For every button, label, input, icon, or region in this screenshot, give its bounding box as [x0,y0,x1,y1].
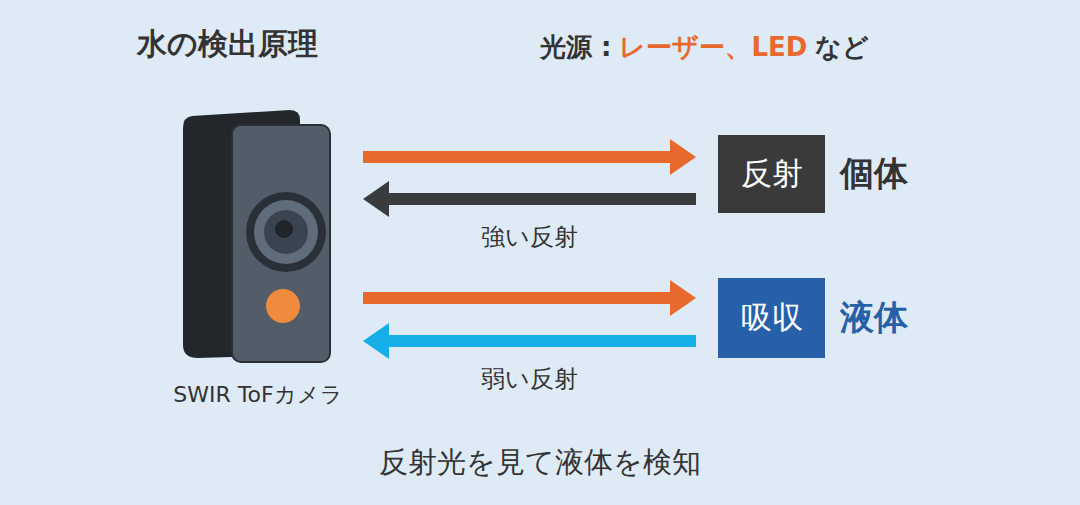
diagram-title: 水の検出原理 [137,24,318,65]
camera-lens [264,210,308,254]
note-text: レーザー、LED [619,30,807,65]
camera-front [232,125,330,362]
edge-label: 弱い反射 [430,363,630,395]
signal-arrow [363,292,670,304]
edge-label: 強い反射 [430,221,630,253]
camera-node: SWIR ToFカメラ [183,110,333,365]
light-source [266,289,300,323]
camera-lens [275,220,293,238]
material-label: 液体 [840,278,908,358]
camera-lens [246,192,326,272]
material-label: 個体 [840,135,908,213]
box-label: 吸収 [718,278,825,358]
absorb-box: 吸収液体 [718,278,825,358]
diagram-caption: 反射光を見て液体を検知 [0,443,1080,483]
camera-label: SWIR ToFカメラ [123,380,393,410]
note-text: など [815,30,869,65]
reflect-box: 反射個体 [718,135,825,213]
signal-arrow [363,151,670,163]
note-text: 光源 : [540,30,611,65]
camera-lens [254,200,318,264]
light-source-note: 光源 :レーザー、LEDなど [540,30,869,65]
signal-arrow [389,335,696,347]
signal-arrow [389,193,696,205]
box-label: 反射 [718,135,825,213]
